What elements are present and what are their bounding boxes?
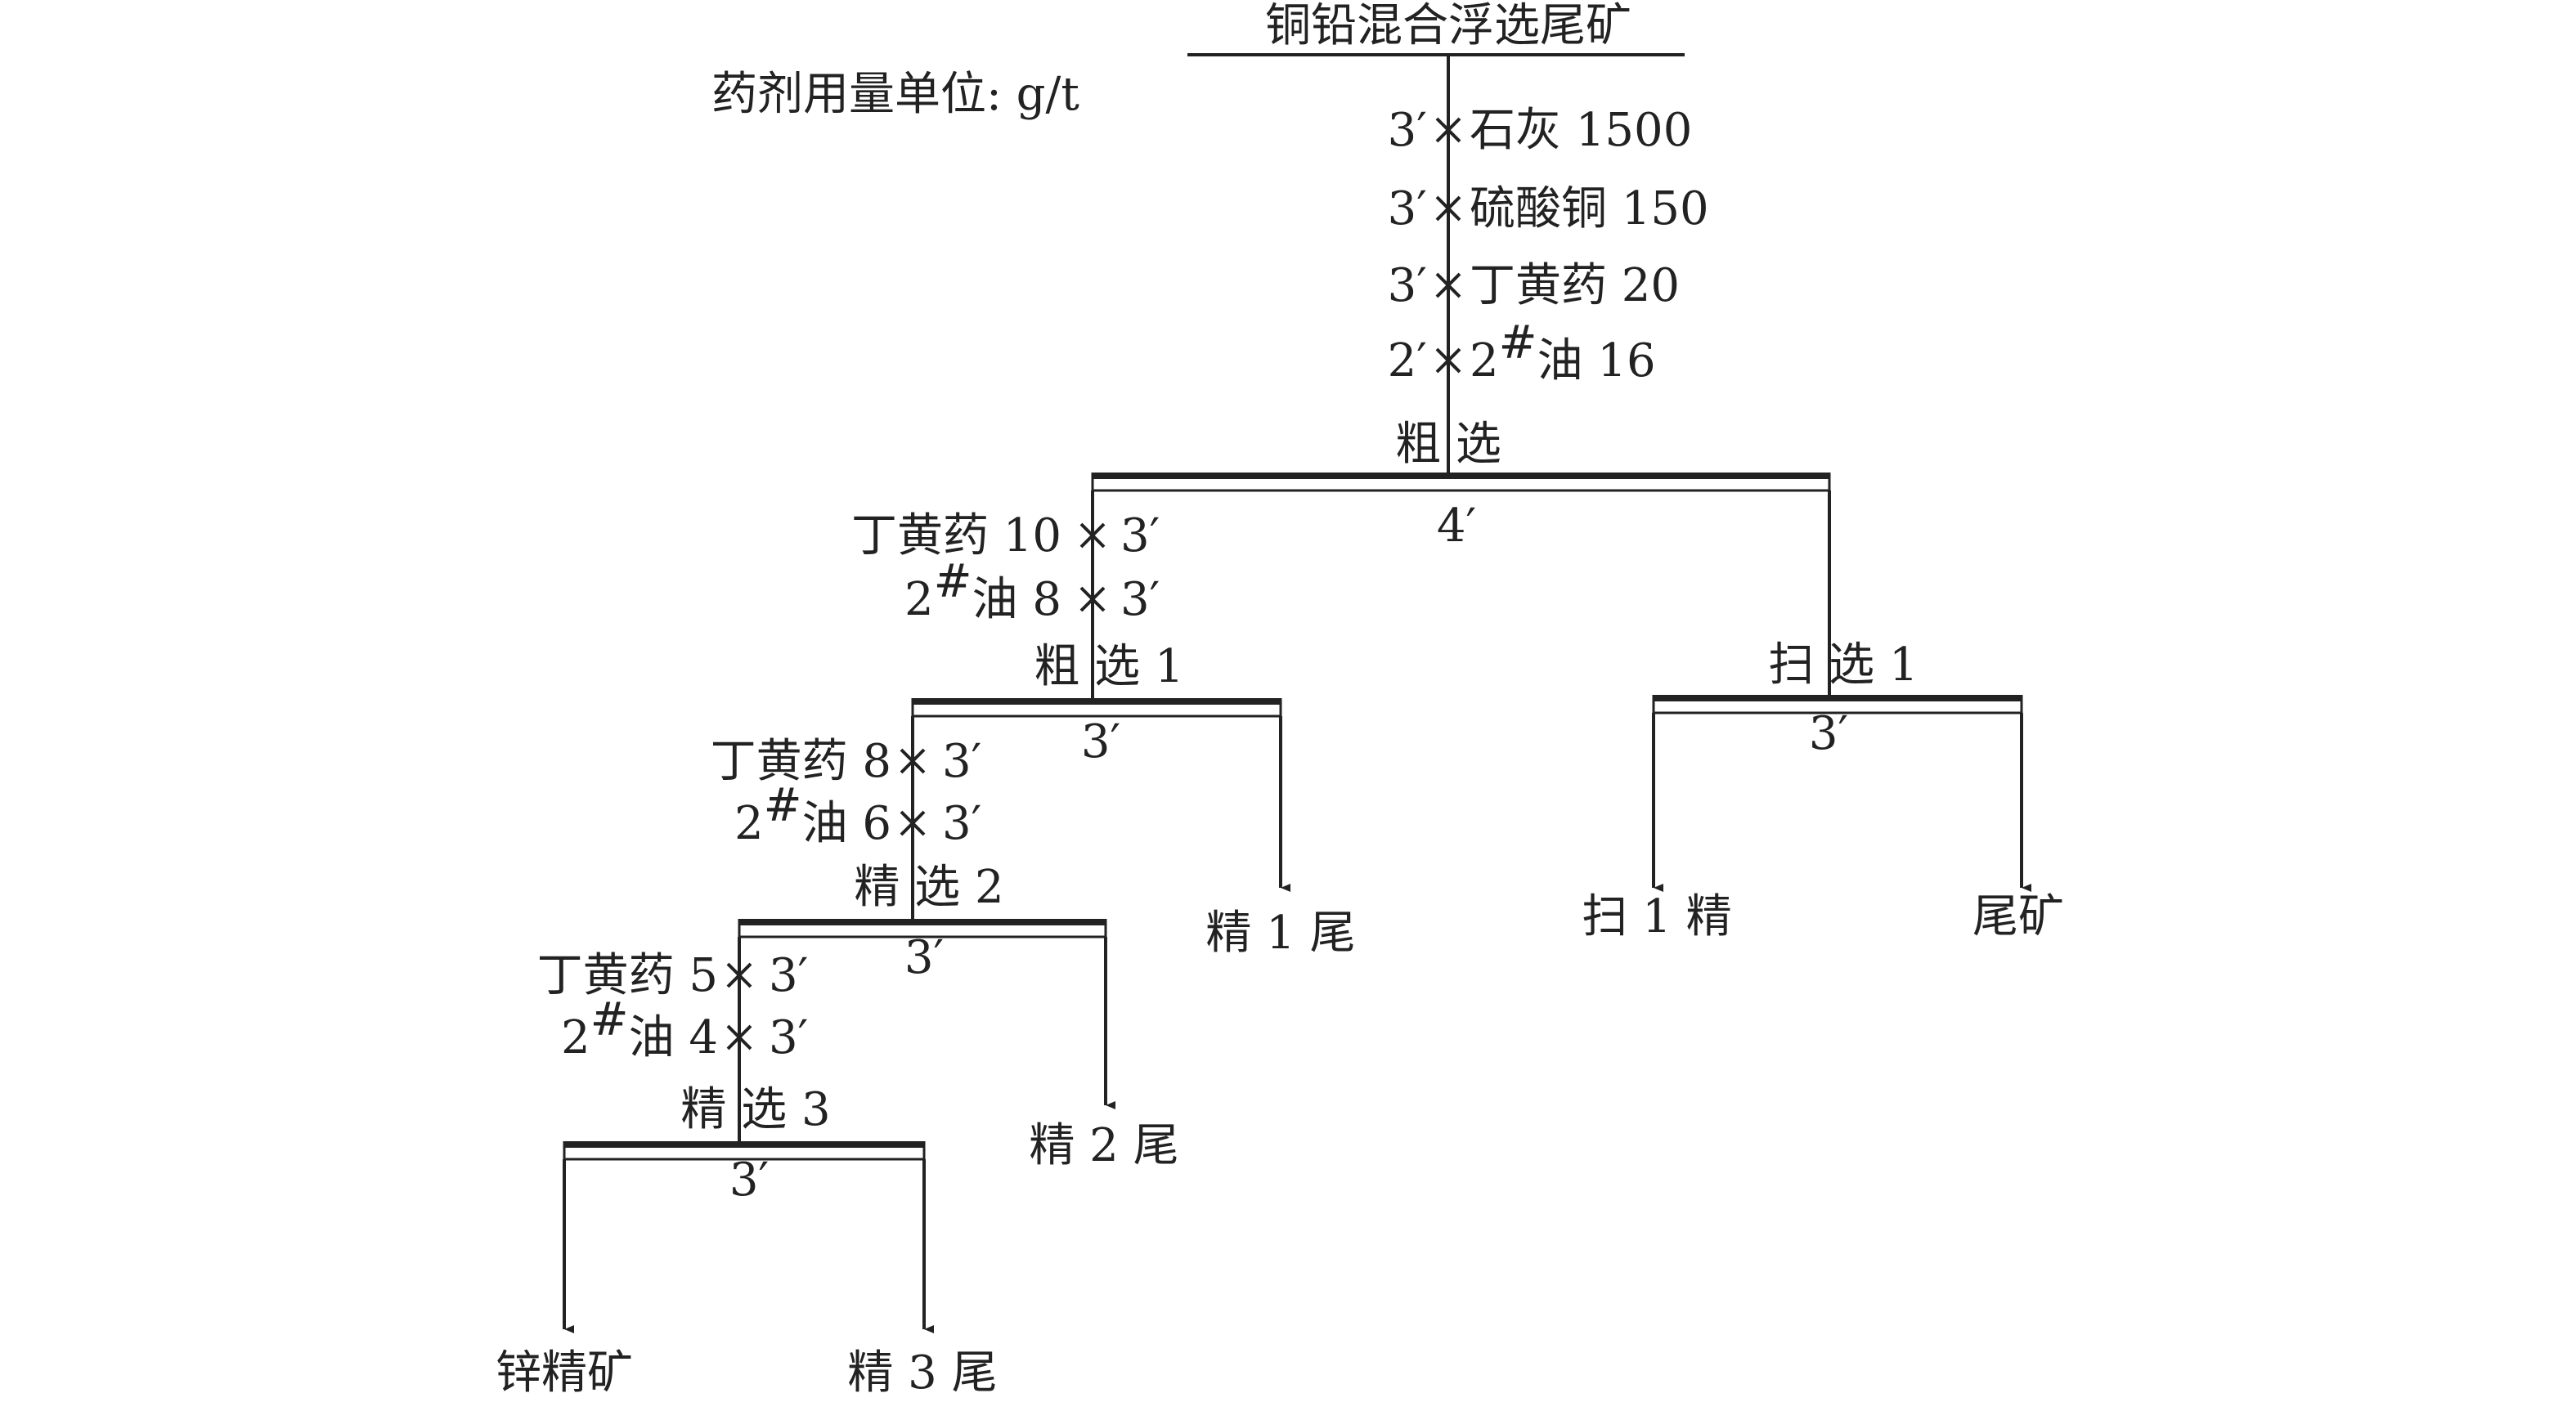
reagent-name: 2#油 4 [561, 993, 718, 1064]
reagent-time: 3′ [769, 949, 808, 1002]
scavenger-label: 扫 选 1 [1768, 638, 1918, 692]
reagent-addition-stage1-1: 丁黄药 10 3′ [851, 509, 1160, 562]
reagent-cross-icon [726, 1024, 752, 1050]
reagent-cross-icon [1435, 272, 1461, 298]
reagent-name: 丁黄药 5 [537, 949, 718, 1002]
stage1-label: 粗 选 1 [1034, 640, 1183, 693]
reagent-time: 3′ [942, 797, 981, 850]
final-tailings-label: 尾矿 [1972, 890, 2064, 943]
reagent-name: 2#油 8 [904, 555, 1061, 626]
reagent-name: 硫酸铜 150 [1470, 182, 1709, 235]
reagent-cross-icon [1435, 347, 1461, 374]
reagent-time: 3′ [1388, 104, 1427, 157]
scavenger-time: 3′ [1809, 707, 1848, 760]
stage3-time: 3′ [729, 1153, 769, 1207]
reagent-cross-icon [1079, 522, 1106, 549]
stage2-label: 精 选 2 [854, 861, 1003, 914]
reagent-time: 3′ [1388, 259, 1427, 312]
scavenger-concentrate-label: 扫 1 精 [1582, 890, 1731, 943]
reagent-name: 丁黄药 8 [711, 735, 891, 788]
reagent-cross-icon [900, 810, 926, 836]
reagent-addition-stage2-2: 2#油 6 3′ [734, 779, 981, 850]
reagent-name: 丁黄药 10 [851, 509, 1061, 562]
cleaner1-tailings-label: 精 1 尾 [1205, 907, 1355, 960]
stage3-label: 精 选 3 [680, 1083, 830, 1136]
rougher-time: 4′ [1437, 499, 1476, 553]
stage2-cell [738, 919, 1107, 938]
stage1-cell [911, 698, 1282, 718]
reagent-cross-icon [900, 748, 926, 774]
reagent-addition-stage3-2: 2#油 4 3′ [561, 993, 808, 1064]
scavenger-cell [1652, 695, 2023, 714]
zinc-concentrate-label: 锌精矿 [496, 1346, 633, 1400]
stage3-cell [563, 1141, 926, 1161]
reagent-time: 3′ [1120, 509, 1160, 562]
reagent-addition-stage3-1: 丁黄药 5 3′ [537, 949, 809, 1002]
feed-label: 铜铅混合浮选尾矿 [1265, 0, 1631, 52]
reagent-time: 3′ [769, 1011, 808, 1064]
rougher-label: 粗 选 [1395, 418, 1501, 471]
reagent-time: 2′ [1388, 334, 1427, 387]
reagent-addition-main-4: 2′ 2#油 16 [1388, 316, 1656, 387]
reagent-name: 石灰 1500 [1470, 104, 1692, 157]
reagent-name: 2#油 16 [1470, 316, 1656, 387]
reagent-cross-icon [1435, 195, 1461, 222]
reagent-cross-icon [1079, 586, 1106, 612]
reagent-addition-stage1-2: 2#油 8 3′ [904, 555, 1160, 626]
cleaner3-tailings-label: 精 3 尾 [847, 1346, 997, 1400]
reagent-cross-icon [1435, 117, 1461, 143]
rougher-cell [1091, 473, 1831, 492]
reagent-name: 2#油 6 [734, 779, 891, 850]
stage1-time: 3′ [1081, 715, 1120, 768]
reagent-name: 丁黄药 20 [1470, 259, 1680, 312]
reagent-time: 3′ [942, 735, 981, 788]
reagent-time: 3′ [1120, 573, 1160, 626]
reagent-time: 3′ [1388, 182, 1427, 235]
reagent-cross-icon [726, 962, 752, 988]
reagent-addition-main-3: 3′ 丁黄药 20 [1388, 259, 1680, 312]
unit-note: 药剂用量单位: g/t [711, 68, 1079, 121]
stage2-time: 3′ [904, 931, 944, 984]
reagent-addition-main-1: 3′ 石灰 1500 [1388, 104, 1693, 157]
cleaner2-tailings-label: 精 2 尾 [1029, 1119, 1178, 1172]
reagent-addition-main-2: 3′ 硫酸铜 150 [1388, 182, 1709, 235]
reagent-addition-stage2-1: 丁黄药 8 3′ [711, 735, 982, 788]
